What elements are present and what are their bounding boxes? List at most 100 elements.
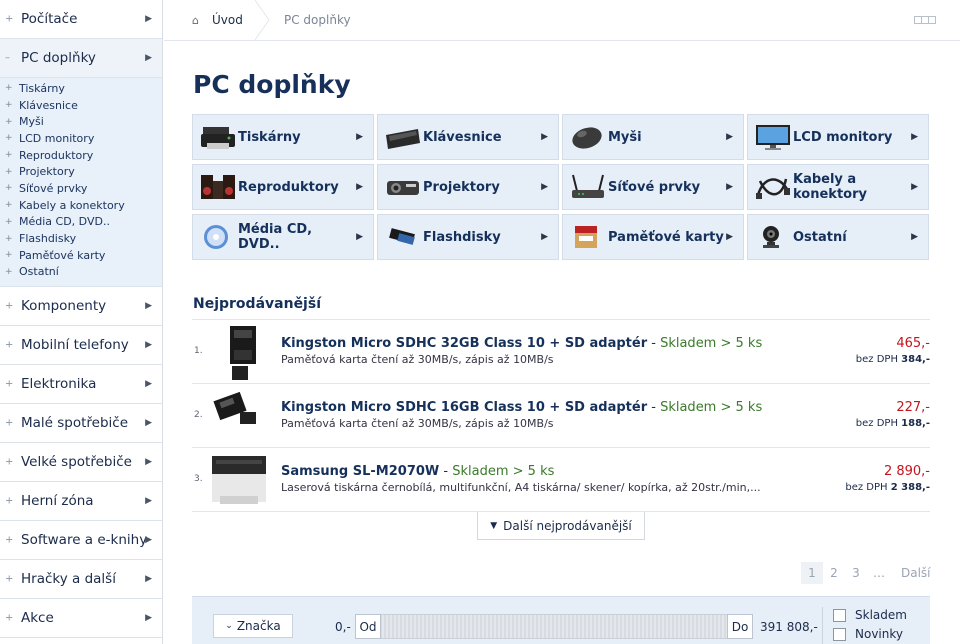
- brand-filter-button[interactable]: ⌄ Značka: [213, 614, 293, 638]
- chevron-right-icon: ▶: [145, 535, 152, 546]
- stock-status: Skladem > 5 ks: [452, 464, 555, 479]
- sidebar-item-velke-spotrebice[interactable]: + Velké spotřebiče ▶: [0, 443, 162, 483]
- chevron-right-icon: ▶: [145, 457, 152, 468]
- plus-icon: +: [5, 495, 14, 507]
- net-label: bez DPH: [855, 418, 898, 429]
- chevron-right-icon: ▶: [145, 340, 152, 351]
- category-tile-lcd-monitory[interactable]: LCD monitory ▶: [747, 114, 929, 160]
- category-label: Tiskárny: [238, 129, 301, 145]
- subnav-item[interactable]: +Síťové prvky: [0, 180, 162, 197]
- chevron-right-icon: ▶: [911, 132, 918, 142]
- next-page-link[interactable]: Další: [901, 566, 931, 580]
- webcam-icon: [763, 226, 779, 248]
- product-row[interactable]: 3. Samsung SL-M2070W - Skladem > 5 ks La…: [192, 447, 930, 511]
- sidebar-item-male-spotrebice[interactable]: + Malé spotřebiče ▶: [0, 404, 162, 444]
- plus-icon: +: [5, 83, 13, 94]
- subnav-item-label: Myši: [19, 115, 44, 129]
- subnav-item-label: Kabely a konektory: [19, 198, 125, 212]
- sidebar-item-akce[interactable]: + Akce ▶: [0, 599, 162, 639]
- subnav-item[interactable]: + Myši: [0, 113, 162, 130]
- chevron-right-icon: ▶: [145, 496, 152, 507]
- price-range-slider[interactable]: Od Do: [355, 614, 753, 639]
- category-tile-reproduktory[interactable]: Reproduktory ▶: [192, 164, 374, 210]
- category-tile-flashdisky[interactable]: Flashdisky ▶: [377, 214, 559, 260]
- category-tile-mysi[interactable]: Myši ▶: [562, 114, 744, 160]
- chevron-right-icon: ▶: [145, 379, 152, 390]
- subnav-item[interactable]: +Tiskárny: [0, 80, 162, 97]
- category-tile-tiskarny[interactable]: Tiskárny ▶: [192, 114, 374, 160]
- product-title: Kingston Micro SDHC 16GB Class 10 + SD a…: [281, 400, 648, 415]
- pagination-ellipsis: …: [873, 566, 885, 580]
- sidebar-item-label: Akce: [21, 610, 54, 627]
- sidebar-subnav: +Tiskárny +Klávesnice +Myši +LCD monitor…: [0, 78, 162, 288]
- product-row[interactable]: 1. Kingston Micro SDHC 32GB Class 10 + S…: [192, 319, 930, 383]
- price-from-handle[interactable]: Od: [355, 614, 381, 639]
- checkbox-box[interactable]: [833, 608, 846, 622]
- breadcrumb-home-link[interactable]: Úvod: [212, 13, 243, 27]
- page-3[interactable]: 3: [852, 566, 860, 580]
- category-tile-kabely[interactable]: Kabely a konektory ▶: [747, 164, 929, 210]
- sidebar-item-software[interactable]: + Software a e-knihy ▶: [0, 521, 162, 561]
- sidebar-item-hracky[interactable]: + Hračky a další ▶: [0, 560, 162, 600]
- new-items-checkbox[interactable]: Novinky: [833, 627, 903, 641]
- view-toggle-icon[interactable]: [914, 16, 936, 24]
- home-icon[interactable]: ⌂: [192, 14, 199, 27]
- subnav-item[interactable]: +Média CD, DVD..: [0, 214, 162, 231]
- plus-icon: +: [5, 116, 13, 127]
- section-title: Nejprodávanější: [193, 296, 321, 312]
- subnav-item[interactable]: +Flashdisky: [0, 230, 162, 247]
- sidebar-item-komponenty[interactable]: + Komponenty ▶: [0, 287, 162, 327]
- plus-icon: +: [5, 250, 13, 261]
- checkbox-box[interactable]: [833, 627, 846, 641]
- category-tile-sitove-prvky[interactable]: Síťové prvky ▶: [562, 164, 744, 210]
- price-to-handle[interactable]: Do: [727, 614, 753, 639]
- category-label: Ostatní: [793, 229, 847, 245]
- subnav-item[interactable]: +Kabely a konektory: [0, 197, 162, 214]
- category-tile-projektory[interactable]: Projektory ▶: [377, 164, 559, 210]
- net-label: bez DPH: [855, 354, 898, 365]
- plus-icon: +: [5, 233, 13, 244]
- category-label: Reproduktory: [238, 179, 339, 195]
- sidebar-item-pocitace[interactable]: + Počítače ▶: [0, 0, 162, 39]
- chevron-right-icon: ▶: [726, 132, 733, 142]
- keyboard-icon: [386, 129, 420, 149]
- subnav-item[interactable]: +Ostatní: [0, 264, 162, 281]
- category-tile-klavesnice[interactable]: Klávesnice ▶: [377, 114, 559, 160]
- product-name[interactable]: Kingston Micro SDHC 16GB Class 10 + SD a…: [281, 400, 762, 415]
- more-bestsellers-button[interactable]: ▼ Další nejprodávanější: [477, 512, 645, 540]
- in-stock-checkbox[interactable]: Skladem: [833, 608, 907, 622]
- subnav-item[interactable]: +Klávesnice: [0, 97, 162, 114]
- sidebar-item-mobilni-telefony[interactable]: + Mobilní telefony ▶: [0, 326, 162, 366]
- chevron-right-icon: ▶: [726, 182, 733, 192]
- sidebar-item-label: PC doplňky: [21, 50, 96, 66]
- plus-icon: +: [5, 183, 13, 194]
- flashdrive-icon: [389, 228, 415, 245]
- subnav-item[interactable]: +LCD monitory: [0, 130, 162, 147]
- net-value: 188,-: [901, 418, 930, 429]
- category-label: Média CD, DVD..: [238, 222, 313, 252]
- sidebar-item-pc-doplnky[interactable]: – PC doplňky ▶: [0, 39, 162, 78]
- plus-icon: +: [5, 417, 14, 429]
- subnav-item[interactable]: +Projektory: [0, 163, 162, 180]
- category-tile-pametove-karty[interactable]: Paměťové karty ▶: [562, 214, 744, 260]
- page-2[interactable]: 2: [830, 566, 838, 580]
- product-image: [230, 326, 256, 380]
- chevron-right-icon: ▶: [726, 232, 733, 242]
- category-tile-media[interactable]: Média CD, DVD.. ▶: [192, 214, 374, 260]
- subnav-item[interactable]: +Paměťové karty: [0, 247, 162, 264]
- product-name[interactable]: Kingston Micro SDHC 32GB Class 10 + SD a…: [281, 336, 762, 351]
- sidebar-item-label: Elektronika: [21, 376, 97, 393]
- subnav-item-label: Klávesnice: [19, 98, 78, 112]
- chevron-right-icon: ▶: [541, 132, 548, 142]
- page-1[interactable]: 1: [801, 562, 823, 584]
- subnav-item[interactable]: +Reproduktory: [0, 147, 162, 164]
- category-tile-ostatni[interactable]: Ostatní ▶: [747, 214, 929, 260]
- caret-down-icon: ▼: [490, 520, 498, 531]
- sidebar-item-herni-zona[interactable]: + Herní zóna ▶: [0, 482, 162, 522]
- product-name[interactable]: Samsung SL-M2070W - Skladem > 5 ks: [281, 464, 554, 479]
- product-row[interactable]: 2. Kingston Micro SDHC 16GB Class 10 + S…: [192, 383, 930, 447]
- sidebar-item-label: Malé spotřebiče: [21, 415, 129, 432]
- minus-icon: –: [5, 52, 10, 64]
- sidebar-item-elektronika[interactable]: + Elektronika ▶: [0, 365, 162, 405]
- sidebar-item-label: Komponenty: [21, 298, 107, 315]
